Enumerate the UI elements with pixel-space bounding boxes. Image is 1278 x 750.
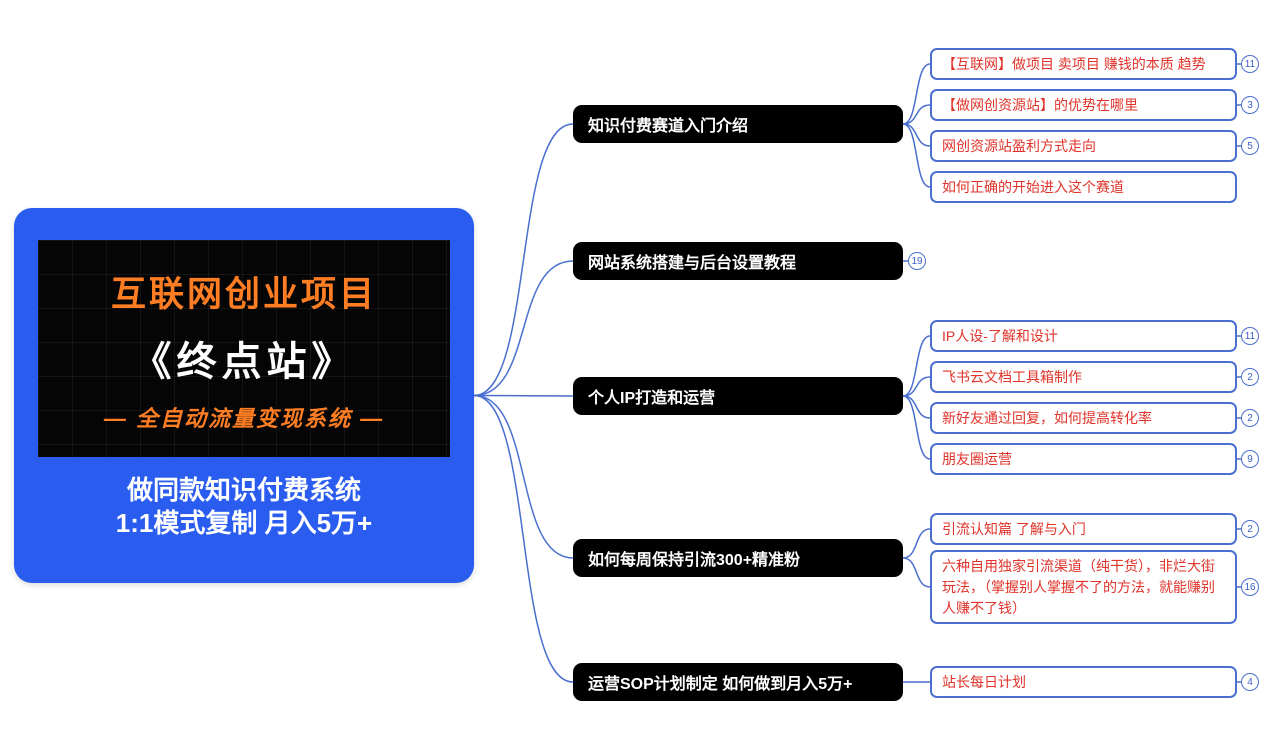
count-badge: 5 <box>1241 137 1259 155</box>
topic-node[interactable]: 六种自用独家引流渠道（纯干货），非烂大街玩法，（掌握别人掌握不了的方法，就能赚别… <box>930 550 1237 624</box>
topic-node[interactable]: 新好友通过回复，如何提高转化率 <box>930 402 1237 434</box>
root-subtitle-line1: 做同款知识付费系统 <box>126 475 361 505</box>
branch-label: 知识付费赛道入门介绍 <box>588 118 749 135</box>
topic-label: 朋友圈运营 <box>942 450 1012 467</box>
count-badge: 9 <box>1241 450 1259 468</box>
topic-label: 六种自用独家引流渠道（纯干货），非烂大街玩法，（掌握别人掌握不了的方法，就能赚别… <box>942 557 1215 616</box>
branch-node-4[interactable]: 如何每周保持引流300+精准粉 <box>573 539 903 577</box>
branch-label: 网站系统搭建与后台设置教程 <box>588 255 797 272</box>
topic-node[interactable]: 站长每日计划 <box>930 666 1237 698</box>
count-badge: 16 <box>1241 578 1259 596</box>
root-title-line2: 《终点站》 <box>131 340 357 384</box>
topic-label: 站长每日计划 <box>942 673 1026 690</box>
branch-label: 如何每周保持引流300+精准粉 <box>588 552 801 569</box>
root-title-line1: 互联网创业项目 <box>110 275 377 314</box>
count-badge: 4 <box>1241 673 1259 691</box>
topic-label: IP人设-了解和设计 <box>942 327 1058 344</box>
count-badge: 11 <box>1241 327 1259 345</box>
count-badge: 2 <box>1241 520 1259 538</box>
root-subtitle: 做同款知识付费系统 1:1模式复制 月入5万+ <box>116 474 372 541</box>
branch-node-1[interactable]: 知识付费赛道入门介绍 <box>573 105 903 143</box>
count-badge: 2 <box>1241 409 1259 427</box>
branch-node-5[interactable]: 运营SOP计划制定 如何做到月入5万+ <box>573 663 903 701</box>
branch-label: 个人IP打造和运营 <box>588 390 716 407</box>
count-badge: 3 <box>1241 96 1259 114</box>
branch-node-3[interactable]: 个人IP打造和运营 <box>573 377 903 415</box>
branch-node-2[interactable]: 网站系统搭建与后台设置教程 <box>573 242 903 280</box>
topic-label: 引流认知篇 了解与入门 <box>942 520 1086 537</box>
count-badge: 19 <box>908 252 926 270</box>
topic-node[interactable]: 如何正确的开始进入这个赛道 <box>930 171 1237 203</box>
topic-label: 新好友通过回复，如何提高转化率 <box>942 409 1152 426</box>
topic-node[interactable]: IP人设-了解和设计 <box>930 320 1237 352</box>
root-card: 互联网创业项目 《终点站》 — 全自动流量变现系统 — <box>38 240 450 457</box>
topic-label: 【做网创资源站】的优势在哪里 <box>942 96 1138 113</box>
count-badge: 11 <box>1241 55 1259 73</box>
topic-label: 网创资源站盈利方式走向 <box>942 137 1096 154</box>
topic-node[interactable]: 【互联网】做项目 卖项目 赚钱的本质 趋势 <box>930 48 1237 80</box>
count-badge: 2 <box>1241 368 1259 386</box>
topic-node[interactable]: 【做网创资源站】的优势在哪里 <box>930 89 1237 121</box>
topic-node[interactable]: 引流认知篇 了解与入门 <box>930 513 1237 545</box>
root-node[interactable]: 互联网创业项目 《终点站》 — 全自动流量变现系统 — 做同款知识付费系统 1:… <box>14 208 474 583</box>
topic-label: 如何正确的开始进入这个赛道 <box>942 178 1124 195</box>
topic-node[interactable]: 朋友圈运营 <box>930 443 1237 475</box>
topic-label: 飞书云文档工具箱制作 <box>942 368 1082 385</box>
root-subtitle-line2: 1:1模式复制 月入5万+ <box>115 508 373 539</box>
topic-node[interactable]: 飞书云文档工具箱制作 <box>930 361 1237 393</box>
topic-node[interactable]: 网创资源站盈利方式走向 <box>930 130 1237 162</box>
topic-label: 【互联网】做项目 卖项目 赚钱的本质 趋势 <box>942 55 1206 72</box>
root-title-line3: — 全自动流量变现系统 — <box>103 406 385 431</box>
branch-label: 运营SOP计划制定 如何做到月入5万+ <box>588 676 853 693</box>
